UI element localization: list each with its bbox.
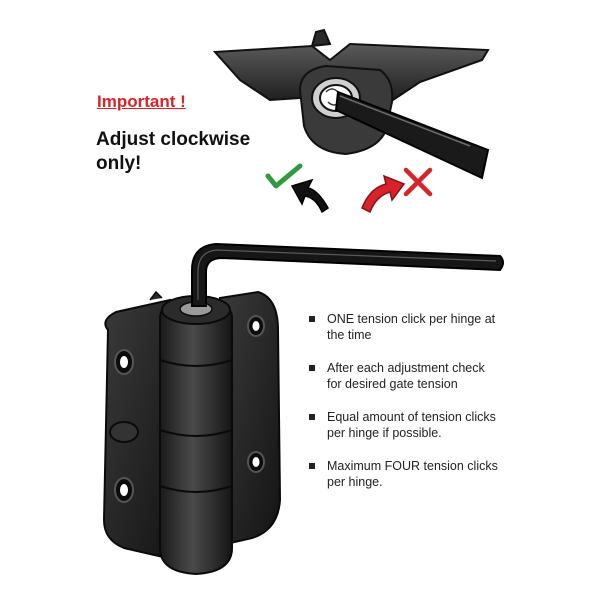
instruction-item: Equal amount of tension clicks per hinge… bbox=[309, 410, 499, 441]
bullet-icon bbox=[309, 316, 315, 322]
screw-hole bbox=[247, 315, 265, 337]
correct-direction-indicator bbox=[265, 163, 329, 214]
screw-hole bbox=[247, 451, 265, 473]
screw-hole bbox=[114, 477, 134, 503]
instruction-item: After each adjustment check for desired … bbox=[309, 361, 499, 392]
adjust-direction-headline: Adjust clockwise only! bbox=[96, 129, 251, 174]
counterclockwise-arrow-icon bbox=[361, 174, 406, 214]
wrong-direction-indicator bbox=[361, 167, 433, 214]
instruction-text: After each adjustment check for desired … bbox=[327, 361, 485, 391]
bullet-icon bbox=[309, 463, 315, 469]
cross-icon bbox=[403, 167, 433, 197]
screw-hole bbox=[114, 349, 134, 375]
important-warning-title: Important ! bbox=[97, 92, 186, 111]
clockwise-arrow-icon bbox=[290, 178, 329, 214]
gate-hinge bbox=[102, 242, 504, 576]
adjustment-key bbox=[191, 242, 504, 307]
instruction-item: ONE tension click per hinge at the time bbox=[309, 312, 499, 343]
instruction-item: Maximum FOUR tension clicks per hinge. bbox=[309, 459, 499, 490]
instruction-list: ONE tension click per hinge at the time … bbox=[309, 312, 499, 508]
instruction-text: ONE tension click per hinge at the time bbox=[327, 312, 496, 342]
bullet-icon bbox=[309, 365, 315, 371]
check-icon bbox=[265, 163, 303, 189]
instruction-text: Equal amount of tension clicks per hinge… bbox=[327, 410, 496, 440]
instruction-text: Maximum FOUR tension clicks per hinge. bbox=[327, 459, 498, 489]
hinge-top-closeup bbox=[212, 28, 490, 180]
bullet-icon bbox=[309, 414, 315, 420]
